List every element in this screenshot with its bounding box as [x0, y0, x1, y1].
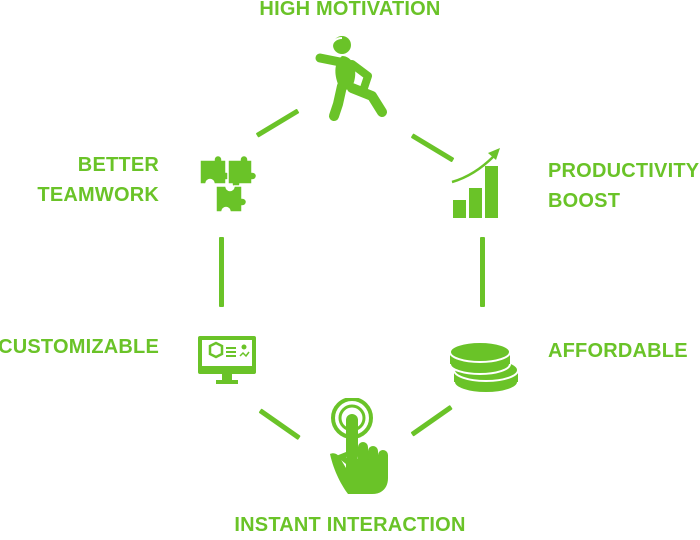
growth-chart-icon — [451, 148, 500, 218]
connector-right — [480, 237, 485, 307]
label-high-motivation-line: HIGH MOTIVATION — [259, 0, 441, 20]
label-customizable: CUSTOMIZABLE — [0, 332, 159, 362]
connector-bottom-left — [258, 408, 301, 441]
label-teamwork-line-2: TEAMWORK — [37, 184, 159, 206]
connector-left — [219, 237, 224, 307]
label-productivity-boost: PRODUCTIVITY BOOST — [548, 156, 699, 216]
tap-finger-icon — [330, 398, 388, 494]
label-affordable-line: AFFORDABLE — [548, 340, 688, 362]
label-instant-interaction-line: INSTANT INTERACTION — [234, 514, 466, 536]
jumping-person-icon — [315, 36, 387, 121]
monitor-icon — [198, 336, 256, 384]
label-teamwork-line-1: BETTER — [77, 154, 159, 176]
label-instant-interaction: INSTANT INTERACTION — [0, 510, 700, 540]
label-affordable: AFFORDABLE — [548, 336, 688, 366]
connector-bottom-right — [410, 404, 453, 437]
puzzle-icon — [199, 154, 258, 213]
connector-top-left — [255, 108, 300, 138]
label-productivity-line-2: BOOST — [548, 190, 621, 212]
label-better-teamwork: BETTER TEAMWORK — [37, 150, 159, 210]
label-high-motivation: HIGH MOTIVATION — [0, 0, 700, 24]
coin-stack-icon — [449, 341, 519, 394]
label-customizable-line: CUSTOMIZABLE — [0, 336, 159, 358]
label-productivity-line-1: PRODUCTIVITY — [548, 160, 700, 182]
